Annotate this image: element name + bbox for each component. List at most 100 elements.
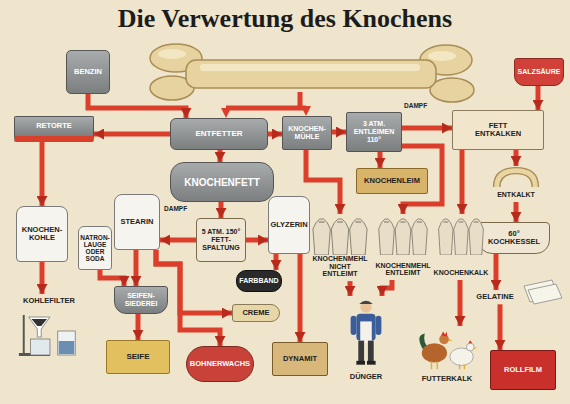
node-text: ENTKALKEN bbox=[475, 130, 521, 138]
farmer-figure bbox=[341, 297, 391, 367]
sack bbox=[313, 219, 330, 255]
glass bbox=[58, 331, 75, 355]
node-text: SALZSÄURE bbox=[518, 68, 561, 76]
bone-knob bbox=[430, 78, 474, 102]
fat-splitter: 5 ATM. 150°FETT- SPALTUNG bbox=[196, 218, 246, 262]
bone-arch bbox=[489, 167, 543, 187]
arrowhead bbox=[221, 108, 231, 118]
sack-tie bbox=[319, 222, 325, 223]
pipe-connector bbox=[40, 142, 45, 206]
benzin-barrel: BENZIN bbox=[66, 50, 110, 94]
pipe-connector bbox=[134, 250, 139, 286]
leg bbox=[358, 341, 364, 362]
chickens-picture bbox=[415, 327, 479, 371]
arm bbox=[351, 316, 357, 335]
deglue-vessel: 3 ATM.ENTLEIMEN110° bbox=[346, 112, 402, 152]
sack bbox=[439, 219, 453, 255]
node-text: FARBBAND bbox=[239, 277, 278, 285]
sack bbox=[469, 219, 483, 255]
sack bbox=[454, 219, 468, 255]
pipe-connector bbox=[498, 304, 503, 350]
bone-pipes bbox=[226, 92, 306, 110]
node-text: BOHNERWACHS bbox=[190, 360, 250, 368]
man-picture bbox=[341, 297, 391, 367]
pipe-connector bbox=[88, 94, 186, 118]
soap-bar: SEIFE bbox=[106, 340, 170, 374]
pipe-connector bbox=[94, 132, 170, 137]
gelatine-sheets bbox=[524, 280, 562, 304]
pipe-connector bbox=[218, 150, 223, 162]
node-text: KOHLEFILTER bbox=[23, 297, 75, 305]
sack bbox=[350, 219, 367, 255]
dynamite-crate: DYNAMIT bbox=[272, 342, 328, 376]
boiler: 60°KOCHKESSEL bbox=[478, 222, 550, 254]
pipe-connector bbox=[494, 254, 499, 290]
glue-tray: KNOCHENLEIM bbox=[356, 168, 428, 194]
pipe-connector bbox=[298, 254, 303, 342]
stand-pole bbox=[23, 315, 25, 353]
glycerin-jar: GLYZERIN bbox=[268, 196, 310, 254]
pipe-connector bbox=[348, 281, 353, 296]
apron bbox=[360, 321, 372, 342]
node-text: NATRON- LAUGE ODER SODA bbox=[80, 234, 110, 263]
liquid bbox=[59, 341, 75, 354]
sacks-icon bbox=[437, 215, 485, 255]
pipe-connector bbox=[306, 150, 340, 214]
hen-head bbox=[466, 343, 474, 351]
charcoal-jar: KNOCHEN- KOHLE bbox=[16, 206, 68, 262]
pipe-connector bbox=[274, 254, 279, 270]
annotation-label: DAMPF bbox=[404, 102, 427, 109]
shine bbox=[200, 64, 420, 71]
cream-tube: CREME bbox=[232, 304, 280, 322]
filter-picture bbox=[15, 313, 83, 357]
sack bbox=[331, 219, 348, 255]
pipe-connector bbox=[100, 270, 124, 286]
sacks-picture bbox=[377, 215, 429, 255]
decalcified-bone: ENTKALKT bbox=[488, 166, 544, 202]
stearin-jar: STEARIN bbox=[114, 194, 160, 250]
arm bbox=[376, 316, 382, 335]
pipe bbox=[226, 92, 306, 110]
meal-sacks: KNOCHENMEHLENTLEIMT bbox=[376, 214, 430, 280]
sheet bbox=[528, 284, 562, 304]
lye-bottle: NATRON- LAUGE ODER SODA bbox=[78, 226, 112, 270]
node-text: ROLLFILM bbox=[504, 366, 542, 374]
sack-tie bbox=[337, 222, 343, 223]
pipe-connector bbox=[40, 262, 45, 294]
node-text: KNOCHENMEHL bbox=[312, 255, 367, 263]
rooster-head bbox=[439, 334, 449, 344]
node-text: FUTTERKALK bbox=[422, 375, 472, 383]
chickens: FUTTERKALK bbox=[414, 326, 480, 386]
node-text: NICHT ENTLEIMT bbox=[313, 263, 367, 278]
beaker bbox=[31, 339, 50, 355]
head bbox=[360, 301, 372, 313]
annotation-label: DAMPF bbox=[164, 205, 187, 212]
pipe-connector bbox=[268, 132, 282, 137]
comb bbox=[441, 332, 447, 337]
funnel bbox=[29, 317, 50, 337]
film-box: ROLLFILM bbox=[490, 350, 556, 390]
bone-shaft bbox=[186, 60, 436, 88]
sacks-picture bbox=[311, 215, 369, 255]
charcoal bbox=[32, 319, 48, 326]
beak bbox=[449, 339, 453, 341]
soap-kettle: SEIFEN- SIEDEREI bbox=[114, 286, 168, 314]
shoe bbox=[356, 361, 365, 365]
wax-tin: BOHNERWACHS bbox=[186, 346, 254, 382]
fat-tank: KNOCHENFETT bbox=[170, 162, 274, 202]
sack-tie bbox=[355, 222, 361, 223]
node-text: KNOCHENKALK bbox=[434, 269, 489, 277]
charcoal-filter: KOHLEFILTER bbox=[14, 294, 84, 358]
sack bbox=[395, 219, 411, 255]
sack-tie bbox=[459, 222, 464, 223]
sacks-icon bbox=[377, 215, 429, 255]
node-text: ENTFETTER bbox=[195, 130, 242, 139]
filter-icon bbox=[15, 313, 83, 357]
decalcify-tank: FETTENTKALKEN bbox=[452, 110, 544, 150]
arch-picture bbox=[489, 167, 543, 187]
pipe-connector bbox=[136, 314, 141, 340]
cap bbox=[359, 301, 372, 304]
node-text: CREME bbox=[242, 309, 269, 317]
pipe-connector bbox=[219, 202, 224, 218]
